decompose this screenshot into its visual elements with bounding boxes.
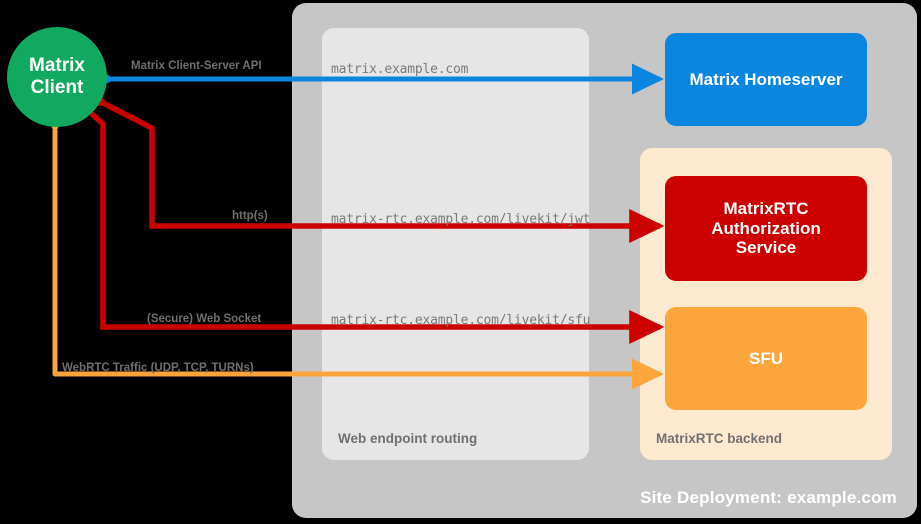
sfu-label: SFU <box>749 348 783 368</box>
matrix-homeserver-label: Matrix Homeserver <box>689 69 843 89</box>
edge-webrtc-traffic <box>39 102 665 390</box>
matrixrtc-backend-label: MatrixRTC backend <box>656 431 783 446</box>
matrix-client-label-line1: Matrix <box>29 54 85 76</box>
web-endpoint-routing-label: Web endpoint routing <box>338 431 478 446</box>
edge-livekit-jwt <box>69 74 665 244</box>
node-matrix-client[interactable]: Matrix Client <box>7 27 107 127</box>
matrix-client-label-line2: Client <box>30 77 84 98</box>
node-matrix-homeserver[interactable]: Matrix Homeserver <box>665 33 867 126</box>
node-matrixrtc-authorization-service[interactable]: MatrixRTC Authorization Service <box>665 176 867 281</box>
edge-label-webrtc-traffic: WebRTC Traffic (UDP, TCP, TURNs) <box>62 362 254 374</box>
endpoint-url-matrix: matrix.example.com <box>331 62 469 77</box>
node-sfu[interactable]: SFU <box>665 307 867 410</box>
endpoint-url-livekit-sfu: matrix-rtc.example.com/livekit/sfu <box>331 313 591 328</box>
edge-label-matrix-client-server-api: Matrix Client-Server API <box>131 60 262 72</box>
endpoint-url-livekit-jwt: matrix-rtc.example.com/livekit/jwt <box>331 212 591 227</box>
edge-label-web-socket: (Secure) Web Socket <box>147 313 262 325</box>
auth-service-label-line1: MatrixRTC <box>723 198 809 218</box>
site-deployment-label: Site Deployment: example.com <box>640 488 897 507</box>
auth-service-label-line3: Service <box>735 238 797 258</box>
edge-label-http: http(s) <box>232 210 268 222</box>
auth-service-label-line2: Authorization <box>711 218 821 238</box>
